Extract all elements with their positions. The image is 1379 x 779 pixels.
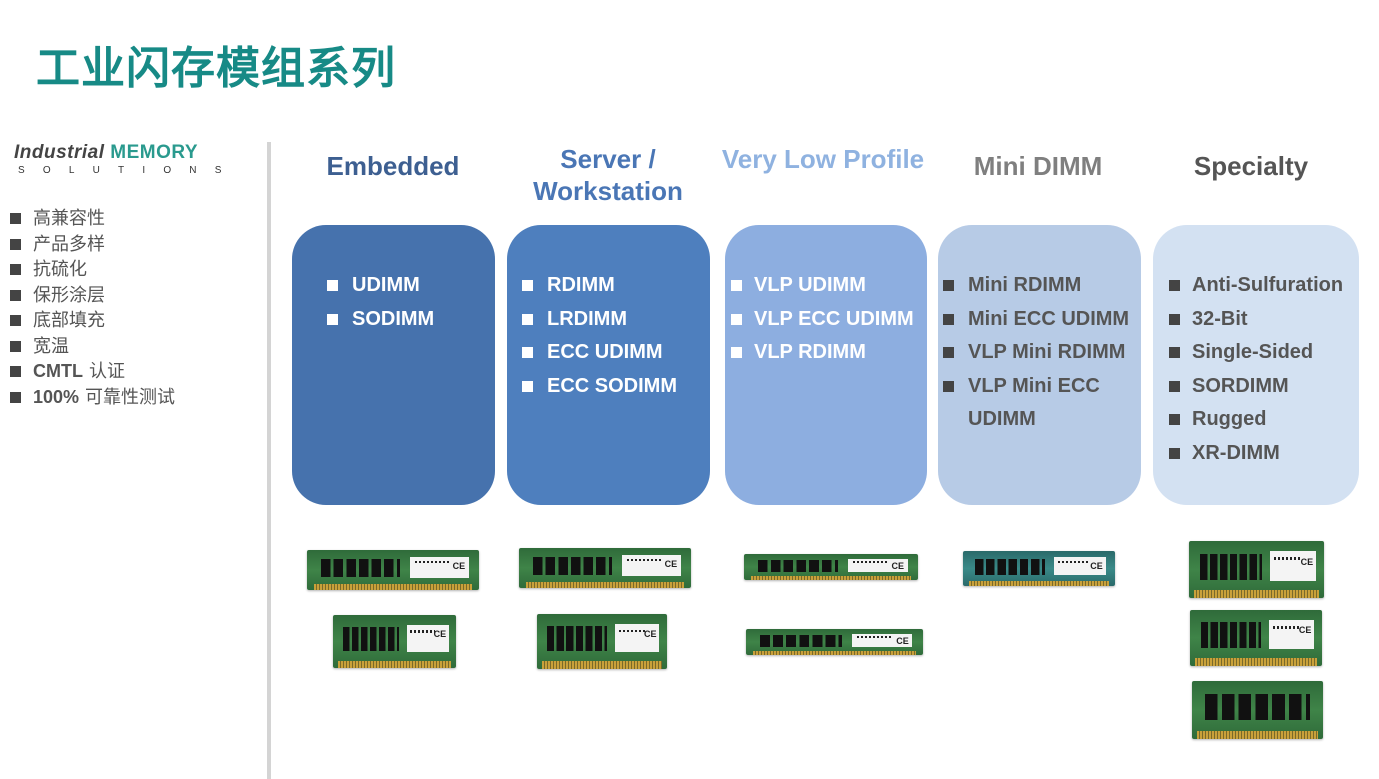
feature-item: 宽温: [10, 334, 175, 360]
square-bullet-icon: [10, 340, 21, 352]
square-bullet-icon: [1169, 380, 1180, 392]
feature-item: 高兼容性: [10, 206, 175, 232]
list-item: Anti-Sulfuration: [1169, 269, 1343, 303]
list-item: VLP Mini ECC UDIMM: [943, 370, 1113, 437]
list-item: LRDIMM: [522, 303, 677, 337]
rugged-module-image: [1190, 610, 1322, 666]
list-item: VLP UDIMM: [731, 269, 914, 303]
vertical-divider: [267, 142, 271, 779]
list-item: VLP Mini RDIMM: [943, 336, 1139, 370]
page-title: 工业闪存模组系列: [36, 43, 396, 94]
square-bullet-icon: [943, 313, 954, 325]
list-item: SORDIMM: [1169, 370, 1343, 404]
list-item: VLP ECC UDIMM: [731, 303, 914, 337]
square-bullet-icon: [731, 313, 742, 325]
mini-dimm-module-image: [963, 551, 1115, 586]
list-item: ECC SODIMM: [522, 370, 677, 404]
list-item: Single-Sided: [1169, 336, 1343, 370]
square-bullet-icon: [10, 366, 21, 378]
sodimm-module-image: [333, 615, 456, 668]
industrial-memory-logo: Industrial MEMORY SOLUTIONS: [14, 142, 252, 176]
list-item: Mini RDIMM: [943, 269, 1139, 303]
feature-item: 底部填充: [10, 308, 175, 334]
column-heading-embedded: Embedded: [326, 151, 460, 181]
feature-item: 100%可靠性测试: [10, 385, 175, 411]
square-bullet-icon: [327, 313, 338, 325]
feature-item: 抗硫化: [10, 257, 175, 283]
list-item: Mini ECC UDIMM: [943, 303, 1139, 337]
list-item: 32-Bit: [1169, 303, 1343, 337]
column-heading-vlp: Very Low Profile: [721, 144, 925, 174]
square-bullet-icon: [943, 380, 954, 392]
anti-sulfuration-module-image: [1189, 541, 1324, 598]
vlp-udimm-module-image: [744, 554, 918, 580]
category-box-embedded: UDIMM SODIMM: [292, 225, 495, 505]
square-bullet-icon: [327, 280, 338, 291]
list-item: XR-DIMM: [1169, 437, 1343, 471]
category-box-specialty: Anti-Sulfuration 32-Bit Single-Sided SOR…: [1153, 225, 1359, 505]
square-bullet-icon: [522, 380, 533, 392]
vlp-rdimm-module-image: [746, 629, 923, 655]
logo-word-industrial: Industrial: [14, 142, 105, 163]
square-bullet-icon: [1169, 280, 1180, 291]
square-bullet-icon: [10, 213, 21, 225]
category-box-vlp: VLP UDIMM VLP ECC UDIMM VLP RDIMM: [725, 225, 927, 505]
column-heading-mini-dimm: Mini DIMM: [973, 151, 1103, 181]
category-box-server: RDIMM LRDIMM ECC UDIMM ECC SODIMM: [507, 225, 710, 505]
feature-item: 保形涂层: [10, 283, 175, 309]
list-item: ECC UDIMM: [522, 336, 677, 370]
square-bullet-icon: [731, 347, 742, 358]
column-heading-specialty: Specialty: [1193, 151, 1309, 181]
logo-subtitle: SOLUTIONS: [18, 165, 240, 176]
square-bullet-icon: [1169, 414, 1180, 425]
category-box-mini-dimm: Mini RDIMM Mini ECC UDIMM VLP Mini RDIMM…: [938, 225, 1141, 505]
ecc-sodimm-module-image: [537, 614, 667, 669]
square-bullet-icon: [10, 315, 21, 327]
list-item: Rugged: [1169, 403, 1343, 437]
square-bullet-icon: [1169, 313, 1180, 325]
list-item: RDIMM: [522, 269, 677, 303]
list-item: UDIMM: [327, 269, 434, 303]
column-heading-server: Server / Workstation: [533, 144, 683, 206]
rdimm-module-image: [519, 548, 691, 588]
square-bullet-icon: [10, 238, 21, 250]
square-bullet-icon: [522, 313, 533, 325]
square-bullet-icon: [10, 289, 21, 301]
list-item: SODIMM: [327, 303, 434, 337]
xr-dimm-module-image: [1192, 681, 1323, 739]
square-bullet-icon: [943, 347, 954, 358]
square-bullet-icon: [1169, 447, 1180, 459]
square-bullet-icon: [10, 391, 21, 403]
square-bullet-icon: [522, 280, 533, 291]
square-bullet-icon: [1169, 347, 1180, 358]
udimm-module-image: [307, 550, 479, 590]
square-bullet-icon: [731, 280, 742, 291]
logo-word-memory: MEMORY: [110, 142, 199, 163]
square-bullet-icon: [522, 347, 533, 358]
square-bullet-icon: [943, 280, 954, 291]
feature-item: 产品多样: [10, 232, 175, 258]
list-item: VLP RDIMM: [731, 336, 914, 370]
square-bullet-icon: [10, 264, 21, 276]
